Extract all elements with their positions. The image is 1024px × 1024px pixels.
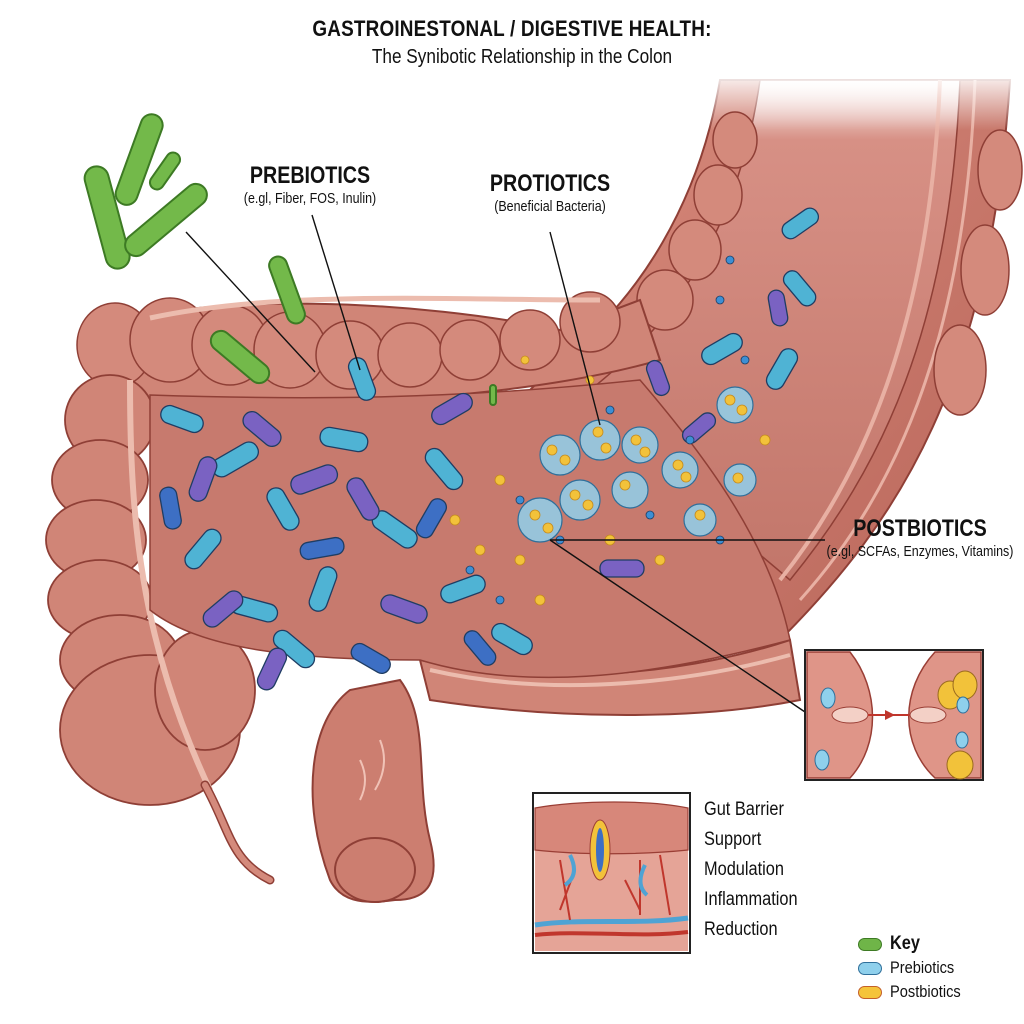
benefit-item: Gut Barrier [704,799,784,820]
benefit-item: Inflammation [704,889,798,910]
prebiotic-fibers [83,113,497,406]
postbiotics-detail: (e.gl, SCFAs, Enzymes, Vitamins) [826,544,1014,560]
probiotic-bacteria-cluster [159,207,820,691]
legend: Key Prebiotics Postbiotics [858,932,972,1004]
prebiotics-detail: (e.gl, Fiber, FOS, Inulin) [243,191,377,207]
probiotics-heading: PROTIOTICS [489,170,611,197]
blue-pill-icon [858,961,882,975]
benefit-item: Support [704,829,762,850]
ascending-colon [45,374,275,885]
yellow-pill-icon [858,985,882,999]
benefits-list: Gut Barrier Support Modulation Inflammat… [704,795,813,945]
legend-item-postbiotics: Postbiotics [858,980,972,1004]
title-block: GASTROINESTONAL / DIGESTIVE HEALTH: The … [0,14,1024,70]
prebiotics-heading: PREBIOTICS [249,162,371,189]
legend-label: Postbiotics [890,982,961,1001]
probiotics-label: PROTIOTICS (Beneficial Bacteria) [440,170,660,216]
page-title: GASTROINESTONAL / DIGESTIVE HEALTH: [312,16,712,41]
prebiotics-label: PREBIOTICS (e.gl, Fiber, FOS, Inulin) [200,162,420,208]
legend-label: Prebiotics [890,958,955,977]
lumen-cross-section-inset [804,649,984,781]
benefit-item: Modulation [704,859,784,880]
benefit-item: Reduction [704,919,778,940]
postbiotics-label: POSTBIOTICS (e.gl, SCFAs, Enzymes, Vitam… [808,515,1024,561]
postbiotic-particles [449,255,771,606]
page-subtitle: The Synibotic Relationship in the Colon [371,46,673,68]
leader-lines [185,214,825,713]
green-pill-icon [858,937,882,951]
legend-item-key: Key [858,932,972,956]
legend-item-prebiotics: Prebiotics [858,956,972,980]
legend-label: Key [890,933,920,954]
probiotics-detail: (Beneficial Bacteria) [494,199,606,215]
postbiotics-heading: POSTBIOTICS [853,515,987,542]
sigmoid-colon [311,638,802,903]
gut-barrier-inset [532,792,691,954]
